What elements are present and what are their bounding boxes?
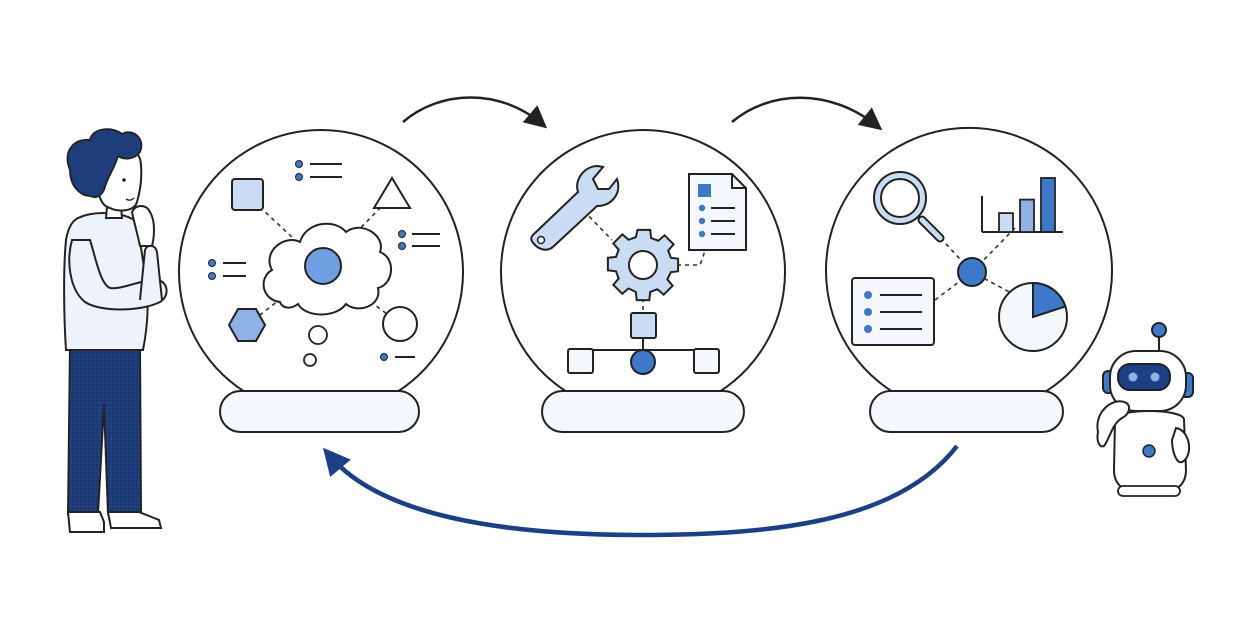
bar-chart-bar: [1019, 198, 1035, 233]
robot-assistant: [1096, 322, 1194, 497]
arrow-building-to-analysis: [731, 96, 883, 131]
building-globe: [500, 129, 786, 433]
globe-base: [219, 390, 420, 433]
square-icon: [231, 178, 264, 211]
arrow-ideation-to-building: [402, 96, 548, 129]
arrow-analysis-back-to-ideation: [323, 444, 959, 538]
wrench-icon: [530, 164, 620, 251]
triangle-icon: [372, 176, 412, 209]
list-icon: [398, 230, 440, 250]
gear-icon: [606, 228, 680, 302]
globe-base: [869, 390, 1064, 433]
bar-chart-bar: [1040, 177, 1056, 233]
hexagon-icon: [227, 308, 267, 342]
ideation-globe: [178, 129, 464, 433]
pie-chart-slice: [1032, 281, 1067, 319]
bar-chart-icon: [981, 177, 1063, 233]
list-icon: [208, 259, 246, 280]
circle-icon: [382, 306, 418, 342]
document-icon: [688, 173, 747, 251]
list-icon: [295, 160, 342, 181]
analysis-globe: [825, 126, 1113, 433]
idea-node: [304, 247, 342, 285]
magnifier-icon: [873, 171, 945, 243]
hierarchy-icon: [567, 312, 720, 375]
person-thinking: [63, 128, 168, 533]
globe-base: [541, 390, 745, 433]
list-card-icon: [851, 277, 935, 346]
pie-chart-icon: [998, 281, 1068, 352]
bar-chart-bar: [998, 212, 1014, 233]
analysis-node: [957, 257, 987, 287]
